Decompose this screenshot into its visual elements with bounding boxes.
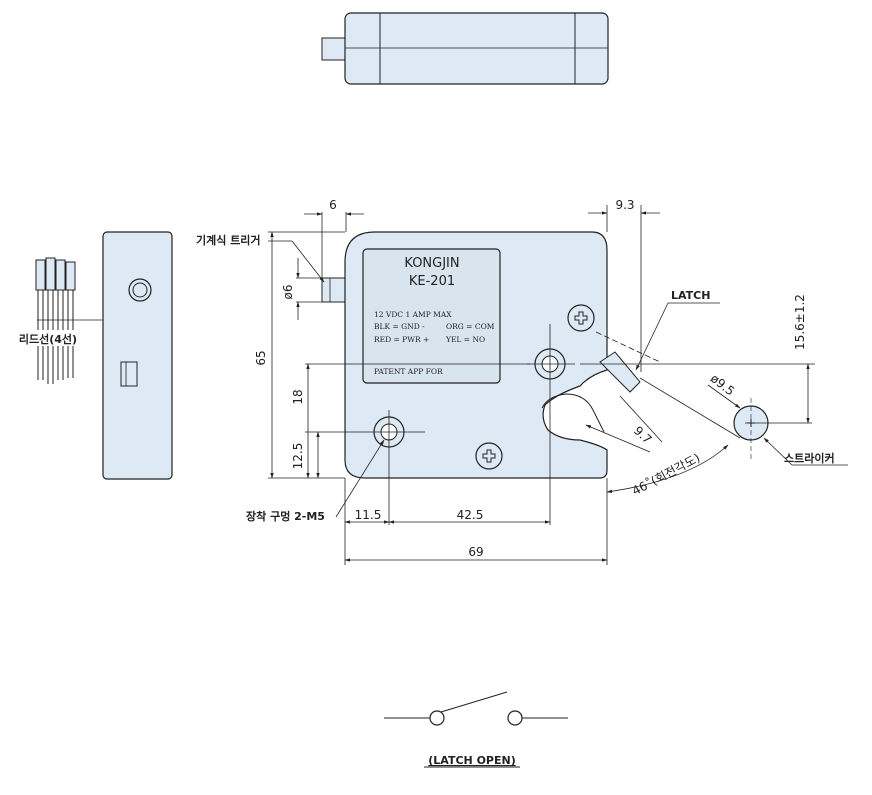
nameplate-rating: 12 VDC 1 AMP MAX (374, 310, 452, 319)
trigger-button (321, 277, 347, 303)
dim-15-6: 15.6±1.2 (793, 294, 807, 350)
latch-open-label: (LATCH OPEN) (428, 754, 515, 767)
striker (733, 398, 812, 460)
dim-12-5: 12.5 (291, 443, 305, 470)
mount-hole-label: 장착 구멍 2-M5 (246, 509, 325, 523)
dim-9-5: ø9.5 (708, 371, 737, 398)
switch-schematic (384, 691, 568, 726)
front-view: KONGJIN KE-201 12 VDC 1 AMP MAX BLK = GN… (305, 231, 815, 525)
nameplate-brand: KONGJIN (404, 256, 459, 271)
nameplate-wire-org: ORG = COM (446, 322, 495, 331)
dim-9-7: 9.7 (631, 423, 655, 446)
lead-wires (35, 257, 103, 384)
nameplate-model: KE-201 (409, 274, 455, 289)
dim-height: 65 (254, 350, 268, 365)
dim-trigger-width: 6 (329, 198, 337, 212)
dimension-lines (268, 205, 848, 565)
nameplate-wire-red: RED = PWR + (374, 335, 429, 344)
trigger-label: 기계식 트리거 (196, 233, 261, 247)
striker-label: 스트라이커 (784, 451, 835, 465)
side-view: 리드선(4선) (19, 231, 173, 480)
nameplate-wire-blk: BLK = GND - (374, 322, 425, 331)
nameplate-wire-yel: YEL = NO (445, 335, 485, 344)
side-view-body (102, 231, 173, 480)
dim-rotation-angle: 46˚(회전각도) (629, 450, 702, 498)
lead-wire-label: 리드선(4선) (19, 332, 77, 346)
nameplate (362, 248, 501, 384)
dim-18: 18 (291, 389, 305, 404)
top-view (321, 12, 609, 85)
latch-pawl (599, 351, 641, 393)
dim-69: 69 (468, 545, 483, 559)
top-view-body (344, 12, 609, 85)
mount-hole-right (527, 324, 575, 525)
dim-42-5: 42.5 (457, 508, 484, 522)
screw-bottom (475, 442, 503, 470)
screw-top-right (567, 304, 595, 332)
nameplate-patent: PATENT APP FOR (374, 367, 443, 376)
mount-hole-left (305, 410, 425, 525)
dim-trigger-dia: ø6 (281, 285, 295, 300)
latch-label: LATCH (671, 289, 710, 302)
dim-11-5: 11.5 (355, 508, 382, 522)
dim-9-3: 9.3 (615, 198, 634, 212)
top-view-trigger (321, 37, 349, 61)
